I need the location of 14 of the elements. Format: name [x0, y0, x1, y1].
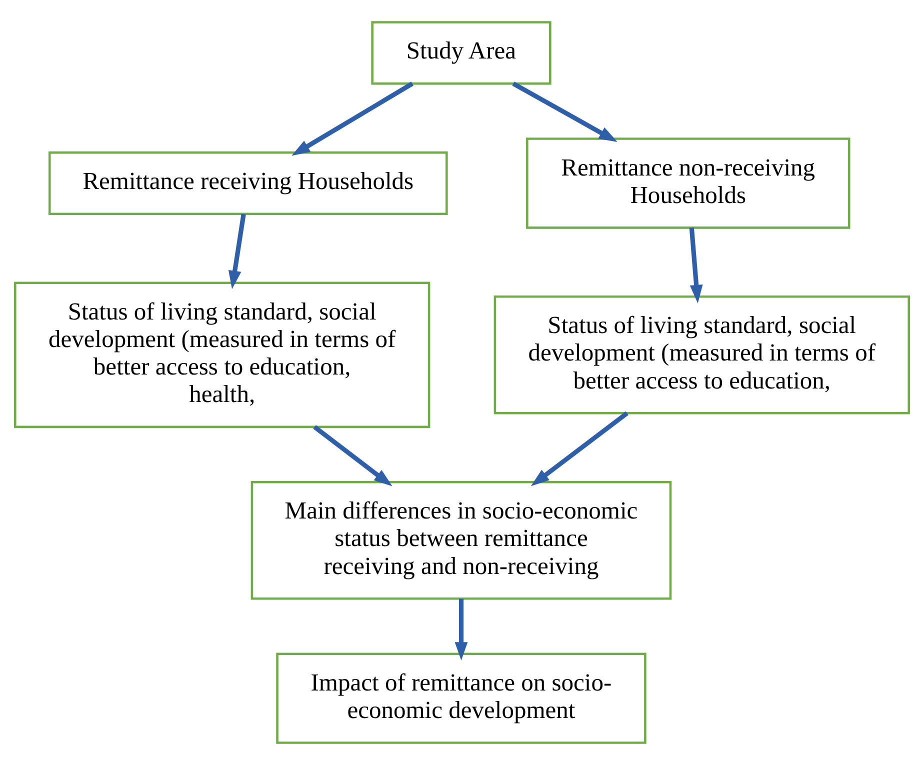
- arrow: [291, 81, 414, 156]
- node-box: Study Area: [370, 20, 551, 84]
- arrow: [530, 410, 628, 486]
- arrow: [312, 424, 392, 486]
- arrow: [228, 213, 246, 289]
- node-box: Status of living standard, social development (measured in terms of better access to education,: [493, 295, 910, 414]
- arrow: [688, 227, 702, 303]
- node-box: Remittance receiving Households: [48, 150, 448, 215]
- node-box: Status of living standard, social development (measured in terms of better access to education, health,: [13, 281, 430, 428]
- node-box: Remittance non-receiving Households: [526, 137, 850, 228]
- node-box: Main differences in socio-economic status between remittance receiving and non-receiving: [250, 480, 672, 600]
- arrow: [454, 598, 468, 660]
- arrow: [512, 81, 617, 142]
- node-box: Impact of remittance on socio-economic development: [276, 652, 646, 744]
